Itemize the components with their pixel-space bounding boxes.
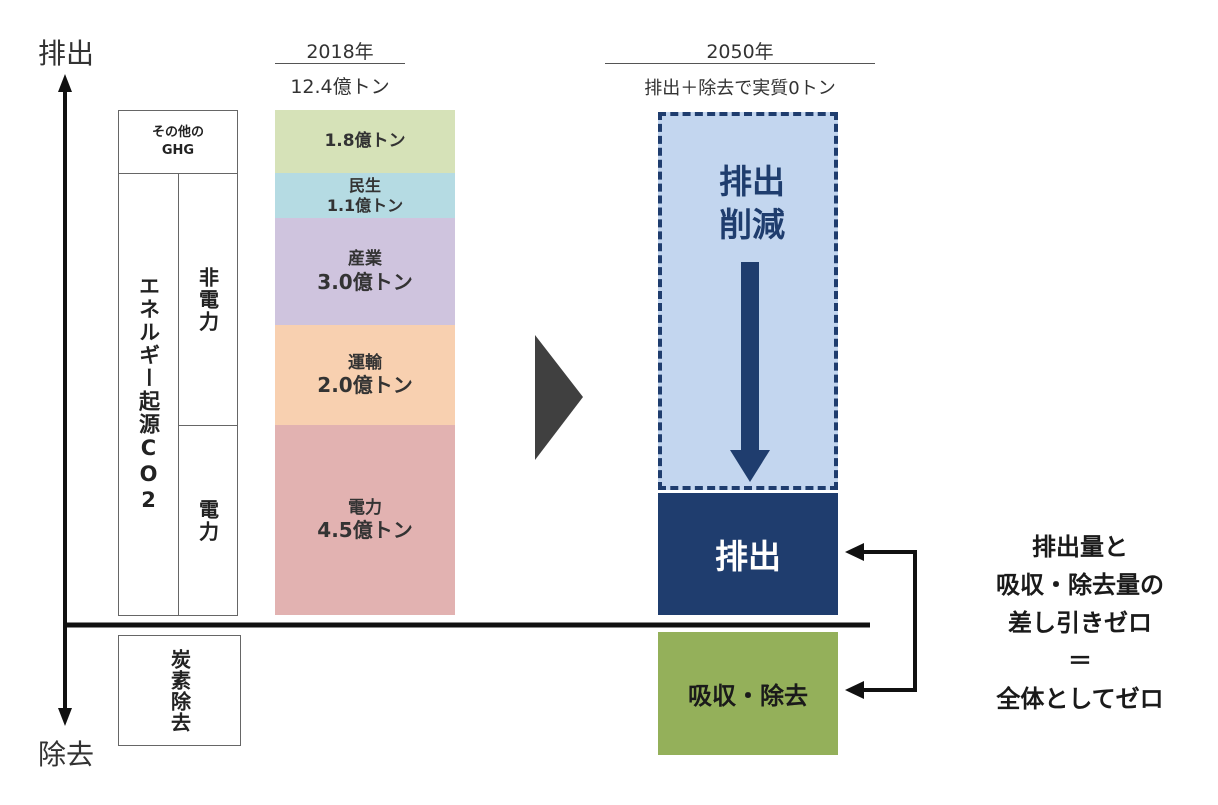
absorption-box: 吸収・除去 [658,632,838,755]
summary-line: 全体としてゼロ [996,685,1164,713]
summary-line: 吸収・除去量の [996,571,1164,599]
reduction-label: 排出削減 [719,162,785,244]
segment-other-ghg: 1.8億トン [275,110,455,173]
segment-value: 3.0億トン [317,269,413,294]
segment-value: 2.0億トン [317,373,413,398]
emission-label: 排出 [715,537,781,576]
segment-label: 民生 [348,176,381,196]
segment-label: 電力 [348,497,382,518]
absorption-label: 吸収・除去 [688,682,808,710]
total-2018: 12.4億トン [290,76,390,98]
axis-bottom-label: 除去 [38,738,95,771]
segment-value: 4.5億トン [317,518,413,543]
segment-label: 運輸 [348,352,382,373]
power-label: 電力 [195,498,220,543]
carbon-removal-label: 炭素除去 [167,648,192,733]
power-box: 電力 [178,425,238,616]
axis-top-label: 排出 [38,37,95,70]
energy-co2-label: エネルギー起源CO2 [136,275,161,514]
segment-label: 産業 [348,249,382,270]
summary-line: ＝ [1068,647,1092,675]
year-2018: 2018年 [306,41,374,63]
other-ghg-label: その他のGHG [151,124,204,158]
subtitle-2050: 排出＋除去で実質0トン [644,78,836,99]
summary-line: 排出量と [1032,533,1128,561]
non-power-box: 非電力 [178,173,238,426]
emission-box: 排出 [658,493,838,615]
year-2050: 2050年 [706,41,774,63]
header-divider [275,63,405,64]
transition-arrow-icon [535,335,583,460]
carbon-removal-box: 炭素除去 [118,635,241,746]
non-power-label: 非電力 [195,266,220,333]
segment-value: 1.1億トン [326,195,404,215]
other-ghg-box: その他のGHG [118,110,238,174]
segment-value: 1.8億トン [324,131,406,152]
summary-text: 排出量と 吸収・除去量の 差し引きゼロ ＝ 全体としてゼロ [960,528,1200,718]
header-divider [605,63,875,64]
down-arrow-icon [730,262,770,482]
reduction-box: 排出削減 [658,112,838,490]
summary-line: 差し引きゼロ [1008,609,1152,637]
energy-co2-box: エネルギー起源CO2 [118,173,179,616]
